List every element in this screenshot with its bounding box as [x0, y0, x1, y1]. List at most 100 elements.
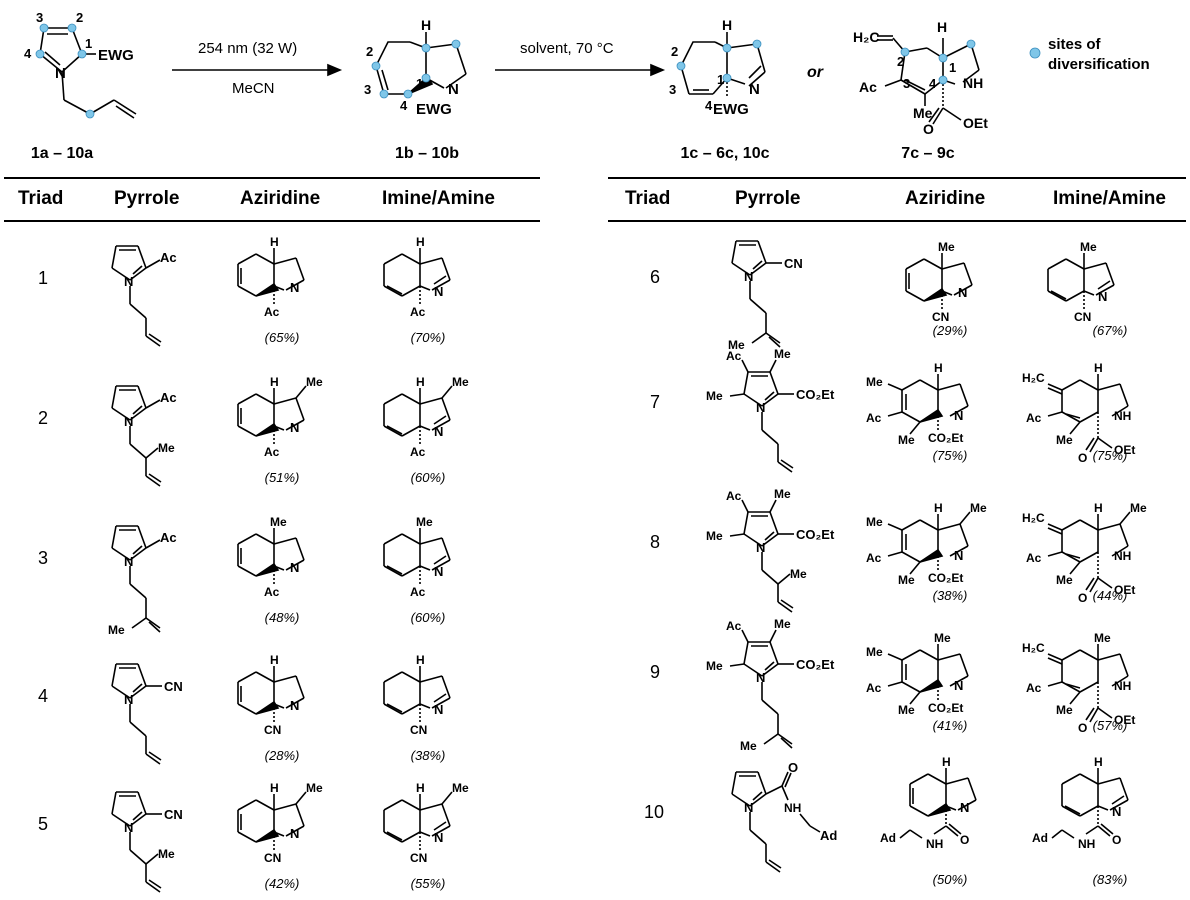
svg-text:2: 2	[366, 44, 373, 59]
triad-number: 10	[644, 802, 665, 822]
svg-text:Me: Me	[416, 515, 433, 529]
svg-text:Me: Me	[706, 529, 723, 543]
svg-text:H: H	[270, 235, 279, 249]
svg-text:Ac: Ac	[1026, 681, 1042, 695]
svg-text:Ac: Ac	[726, 489, 742, 503]
svg-text:N: N	[756, 400, 765, 415]
svg-text:H: H	[937, 19, 947, 35]
svg-text:N: N	[749, 81, 760, 98]
svg-text:N: N	[1098, 289, 1107, 304]
svg-text:H₂C: H₂C	[1022, 641, 1045, 655]
triad-number: 6	[650, 267, 661, 287]
svg-text:N: N	[434, 830, 443, 845]
svg-text:Ad: Ad	[820, 828, 837, 843]
svg-text:N: N	[434, 702, 443, 717]
svg-text:Me: Me	[740, 739, 757, 753]
triad-number: 1	[38, 268, 49, 288]
svg-text:EWG: EWG	[713, 101, 749, 118]
svg-text:OEt: OEt	[1114, 583, 1135, 597]
svg-text:N: N	[124, 692, 133, 707]
svg-text:H₂C: H₂C	[1022, 511, 1045, 525]
svg-text:N: N	[744, 269, 753, 284]
svg-text:Ac: Ac	[410, 445, 426, 459]
svg-text:CO₂Et: CO₂Et	[796, 527, 835, 542]
svg-text:2: 2	[671, 44, 678, 59]
svg-text:N: N	[290, 698, 299, 713]
svg-text:N: N	[124, 554, 133, 569]
svg-text:Ac: Ac	[264, 445, 280, 459]
header-pyrrole-right: Pyrrole	[735, 188, 801, 209]
pyrrole-general-structure: 3 2 4 1 N EWG	[24, 10, 137, 119]
pyrrole-structure: NAc	[111, 245, 177, 347]
svg-text:CO₂Et: CO₂Et	[928, 431, 963, 445]
svg-text:Ac: Ac	[726, 349, 742, 363]
svg-text:NH: NH	[784, 801, 801, 815]
site-dot-legend-icon	[1029, 47, 1041, 59]
svg-text:2: 2	[76, 10, 83, 25]
svg-text:N: N	[744, 800, 753, 815]
triad-number: 8	[650, 532, 661, 552]
svg-text:N: N	[290, 826, 299, 841]
header-aziridine-left: Aziridine	[240, 188, 321, 209]
svg-text:4: 4	[24, 46, 32, 61]
svg-text:N: N	[290, 560, 299, 575]
svg-text:Ad: Ad	[880, 831, 896, 845]
step2-condition: solvent, 70 °C	[520, 40, 614, 57]
svg-text:Me: Me	[898, 433, 915, 447]
svg-text:Ac: Ac	[264, 305, 280, 319]
svg-text:H: H	[934, 501, 943, 515]
svg-text:CN: CN	[932, 310, 949, 324]
svg-text:4: 4	[929, 76, 937, 91]
svg-text:O: O	[1078, 591, 1087, 605]
imine-yield: (67%)	[1092, 323, 1128, 338]
svg-text:1: 1	[416, 76, 423, 91]
header-imine-left: Imine/Amine	[382, 188, 495, 209]
triad-number: 3	[38, 548, 49, 568]
svg-text:N: N	[434, 284, 443, 299]
svg-text:CN: CN	[264, 723, 281, 737]
svg-text:CN: CN	[164, 807, 183, 822]
svg-text:Ac: Ac	[410, 305, 426, 319]
aziridine-yield: (65%)	[264, 330, 300, 345]
svg-text:Me: Me	[1094, 631, 1111, 645]
svg-text:O: O	[1078, 451, 1087, 465]
svg-text:O: O	[923, 121, 934, 137]
svg-text:O: O	[1078, 721, 1087, 735]
svg-text:N: N	[124, 414, 133, 429]
svg-text:N: N	[290, 280, 299, 295]
imine-yield: (60%)	[410, 610, 446, 625]
svg-text:N: N	[756, 540, 765, 555]
svg-text:H: H	[421, 17, 431, 33]
svg-text:Me: Me	[452, 375, 469, 389]
svg-text:Me: Me	[158, 847, 175, 861]
svg-text:CN: CN	[410, 851, 427, 865]
svg-text:Me: Me	[270, 515, 287, 529]
svg-text:Me: Me	[790, 567, 807, 581]
svg-text:1: 1	[85, 36, 92, 51]
triad-number: 2	[38, 408, 49, 428]
svg-text:CN: CN	[264, 851, 281, 865]
svg-text:Me: Me	[1080, 240, 1097, 254]
svg-text:Ac: Ac	[1026, 411, 1042, 425]
header-triad-right: Triad	[625, 188, 671, 209]
svg-text:Me: Me	[452, 781, 469, 795]
svg-text:3: 3	[669, 82, 676, 97]
svg-text:NH: NH	[1114, 549, 1131, 563]
svg-text:1: 1	[717, 72, 724, 87]
svg-text:EWG: EWG	[98, 47, 134, 64]
step1-condition: 254 nm (32 W)	[198, 40, 298, 57]
svg-text:N: N	[958, 285, 967, 300]
svg-text:O: O	[960, 833, 969, 847]
svg-text:CO₂Et: CO₂Et	[796, 387, 835, 402]
svg-text:H: H	[416, 781, 425, 795]
svg-text:Ac: Ac	[859, 79, 877, 95]
svg-text:4: 4	[400, 98, 408, 113]
